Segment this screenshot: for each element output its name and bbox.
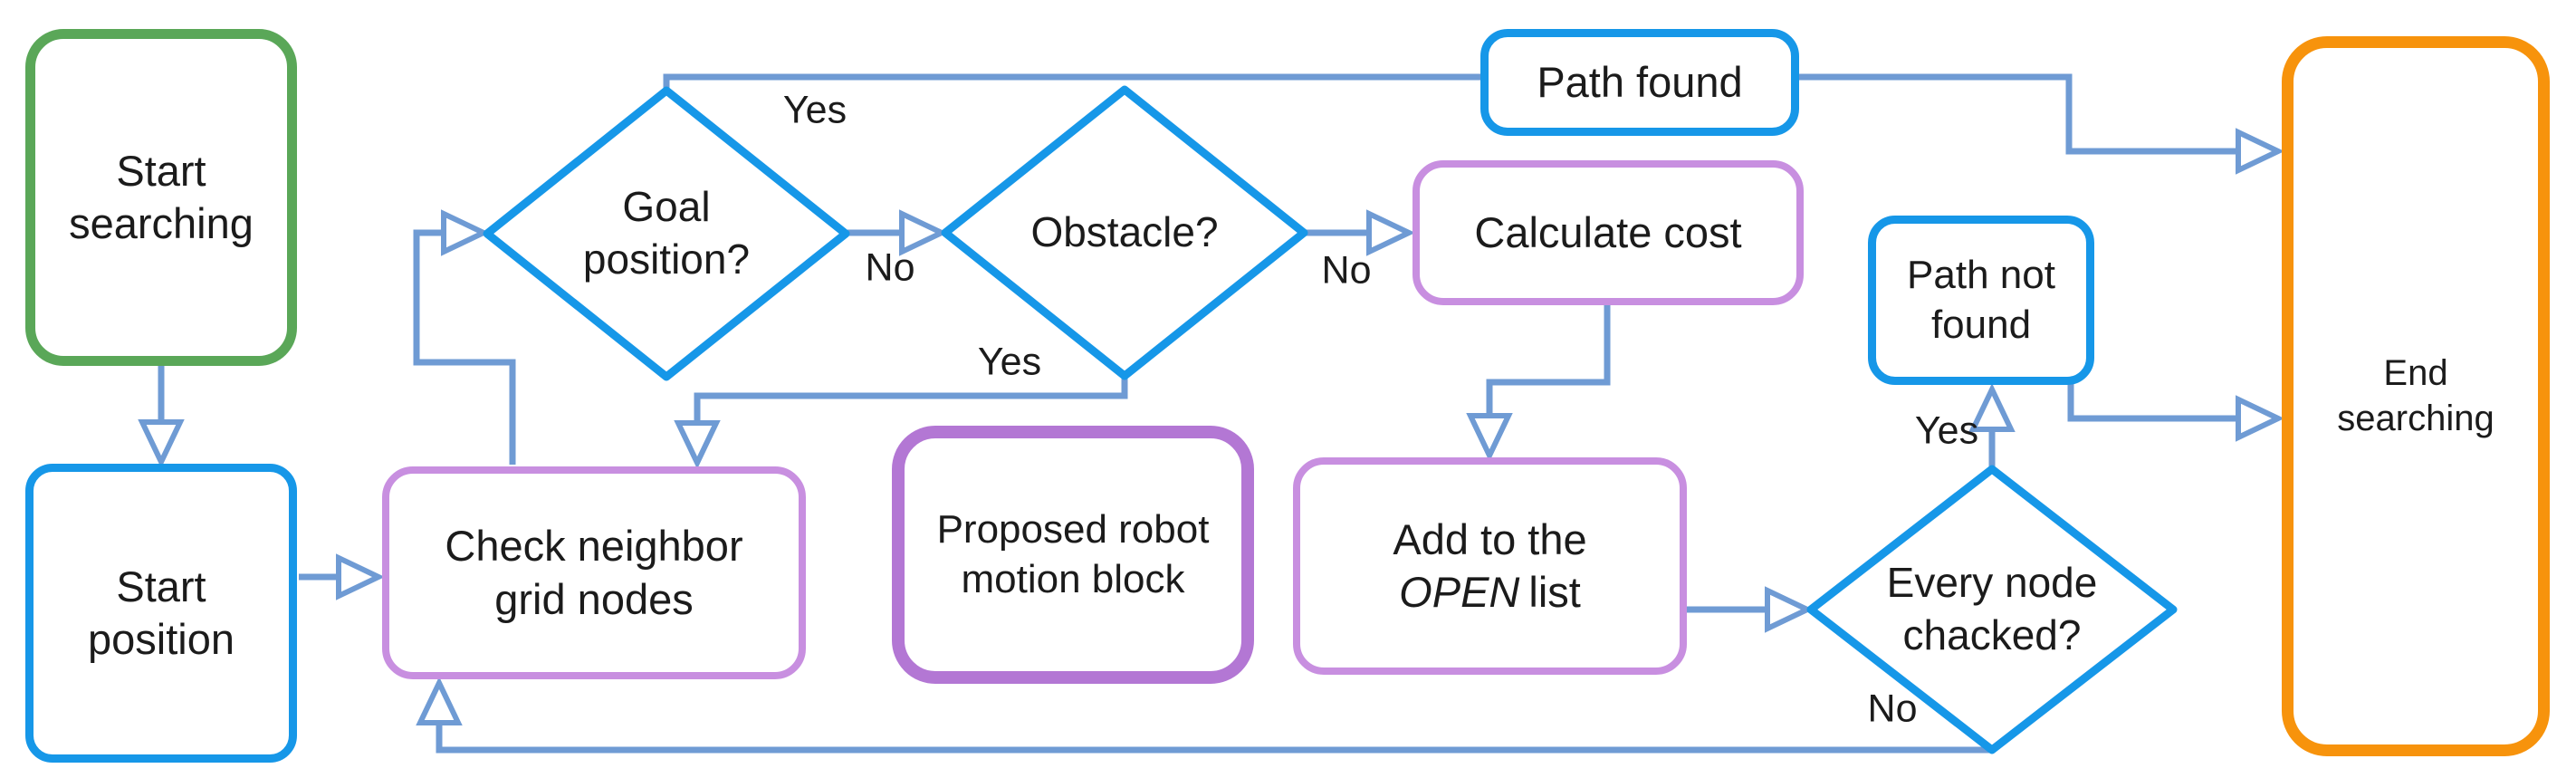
obstacle-diamond: [941, 85, 1308, 380]
arrowhead-into-check-neighbor-top: [674, 420, 721, 469]
node-start-position-label-line1: Start: [116, 562, 206, 610]
node-add-open-label-line1: Add to the: [1393, 514, 1587, 563]
arrowhead-into-every-node-diamond: [1765, 586, 1814, 633]
arrowhead-into-end-searching-top: [2236, 128, 2284, 175]
edge-obstacle-yes-to-check-neighbor: [694, 374, 1128, 425]
node-check-neighbor-label-line2: grid nodes: [494, 574, 694, 623]
node-start-searching-label-line1: Start: [116, 146, 206, 195]
edge-calculate-cost-to-add-open: [1486, 303, 1611, 418]
every-node-diamond: [1806, 465, 2178, 754]
arrowhead-into-check-neighbor-left: [336, 553, 385, 600]
edge-label-obstacle-yes: Yes: [977, 340, 1042, 384]
node-end-searching: End searching: [2282, 36, 2550, 756]
arrowhead-into-start-position: [138, 419, 185, 468]
node-path-not-found-label-line2: found: [1930, 302, 2032, 347]
arrowhead-into-path-not-found: [1968, 383, 2016, 432]
edge-every-node-no-to-check-neighbor: [436, 721, 1992, 754]
node-start-position: Start position: [25, 464, 297, 763]
node-proposed-robot-label-line2: motion block: [961, 556, 1185, 601]
node-start-searching: Start searching: [25, 29, 297, 366]
edge-label-every-node-no: No: [1867, 687, 1918, 731]
node-proposed-robot-motion-block: Proposed robot motion block: [892, 426, 1254, 684]
node-add-open-label-open-italic: OPEN: [1399, 568, 1520, 616]
edge-path-found-to-end-searching: [1797, 73, 2240, 155]
node-end-searching-label-line1: End: [2383, 352, 2448, 393]
node-start-searching-label-line2: searching: [69, 199, 254, 247]
arrowhead-into-add-open: [1466, 413, 1513, 462]
arrowhead-into-obstacle-diamond: [899, 209, 948, 256]
node-end-searching-label-line2: searching: [2337, 398, 2495, 438]
node-add-open-label-list: list: [1528, 568, 1581, 616]
edge-check-neighbor-to-goal-loop: [413, 229, 516, 465]
edge-label-goal-yes: Yes: [782, 88, 847, 132]
node-calculate-cost-label: Calculate cost: [1474, 207, 1742, 256]
node-check-neighbor: Check neighbor grid nodes: [382, 466, 806, 679]
node-calculate-cost: Calculate cost: [1412, 160, 1804, 305]
arrowhead-into-calculate-cost: [1366, 209, 1415, 256]
node-path-not-found: Path not found: [1868, 216, 2094, 385]
arrowhead-into-end-searching-mid: [2236, 395, 2284, 442]
node-path-found: Path found: [1480, 29, 1799, 136]
arrowhead-into-check-neighbor-bottom: [416, 677, 463, 725]
edge-path-not-found-to-end-searching: [2067, 384, 2240, 422]
node-check-neighbor-label-line1: Check neighbor: [445, 522, 743, 571]
arrowhead-into-goal-diamond: [441, 209, 490, 256]
node-proposed-robot-label-line1: Proposed robot: [936, 506, 1210, 552]
node-path-not-found-label-line1: Path not: [1907, 252, 2055, 297]
edge-label-obstacle-no: No: [1321, 248, 1372, 293]
edge-label-every-node-yes: Yes: [1914, 408, 1979, 453]
goal-position-diamond: [483, 86, 850, 381]
edge-label-goal-no: No: [865, 245, 915, 290]
node-start-position-label-line2: position: [88, 615, 235, 663]
node-path-found-label: Path found: [1537, 57, 1743, 106]
